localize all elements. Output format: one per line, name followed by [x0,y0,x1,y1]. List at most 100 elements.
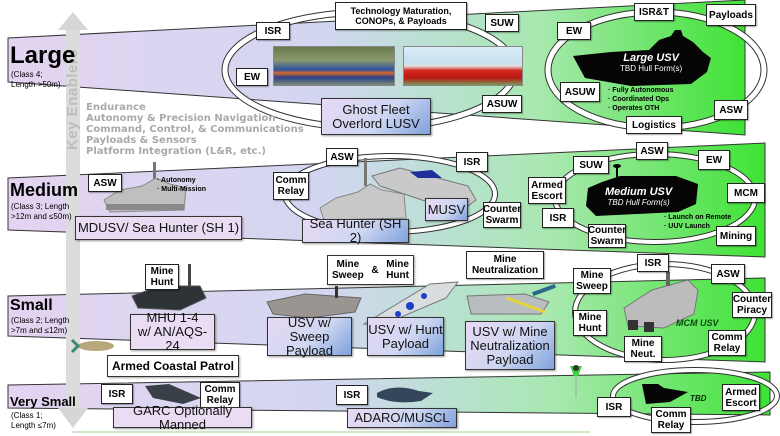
mcm-usv-title: MCM USV [676,318,719,328]
very-small-usv-label: TBD [690,394,706,403]
towed-sonar-icon [70,338,114,354]
musv-image [371,167,477,207]
arrow-down-icon [58,408,88,428]
mcm-usv-image [623,272,699,332]
tag-counter-swarm: Counter Swarm [587,224,627,248]
tag-mine-neutralization: Mine Neutralization [466,251,544,279]
platform-name-mhu: MHU 1-4 w/ AN/AQS-24 [130,311,215,353]
tag-asw: ASW [711,264,745,284]
class-subtitle-very-small: (Class 1; Length ≤7m) [11,411,56,431]
platform-name-usv-mine-neutralization: USV w/ Mine Neutralization Payload [465,321,555,370]
tag-asw: ASW [636,142,668,160]
class-title-small: Small [10,297,53,314]
ampersand: & [371,264,379,276]
class-subtitle-small: (Class 2; Length >7m and ≤12m) [11,316,69,336]
bullet-item: Coordinated Ops [608,95,673,104]
enabler-item: Autonomy & Precision Navigation [86,113,276,124]
subtitle-line: >12m and ≤50m) [11,212,72,221]
medium-usv-bullets: Launch on Remote UUV Launch [664,213,731,231]
tag-mine-hunt: Mine Hunt [145,264,179,290]
very-small-usv-title: TBD [690,394,707,403]
platform-name-usv-hunt: USV w/ Hunt Payload [367,317,444,356]
subtitle-line: Length ≤7m) [11,421,56,430]
subtitle-line: >7m and ≤12m) [11,326,68,335]
tag-logistics: Logistics [626,116,682,134]
class-subtitle-large: (Class 4; Length >50m) [11,70,61,90]
neutralizer-device-icon [570,365,582,398]
class-title-very-small: Very Small [10,394,76,409]
platform-name-garc: GARC Optionally Manned [113,403,252,431]
subtitle-line: (Class 1; [11,411,43,420]
tag-comm-relay: Comm Relay [273,172,309,200]
overlord-ship-photo-2 [403,46,523,86]
large-usv-label: Large USV TBD Hull Form(s) [620,52,682,73]
sh1-bullets: Autonomy Multi-Mission [157,176,206,194]
tag-asuw: ASUW [560,82,600,102]
tag-isr: ISR [336,385,368,405]
tag-ew: EW [557,22,591,40]
tag-mine-sweep: Mine Sweep [573,268,611,294]
tag-asw: ASW [326,148,358,166]
tag-isr: ISR [542,208,574,228]
bullet-item: Multi-Mission [157,185,206,194]
tag-mcm: MCM [727,183,765,203]
platform-name-adaro-muscl: ADARO/MUSCL [347,408,457,428]
key-enablers-arrow-shaft [66,28,80,408]
platform-name-sea-hunter-sh2: Sea Hunter (SH 2) [302,217,409,245]
overlord-ship-photo-1 [273,46,395,86]
neutralization-usv-image [466,293,550,315]
label-armed-coastal-patrol: Armed Coastal Patrol [107,355,239,377]
enabler-item: Endurance [86,102,146,113]
mcm-usv-label: MCM USV [676,318,719,328]
tag-isr-t: ISR&T [634,3,674,21]
tag-mine-neut: Mine Neut. [624,336,662,362]
subtitle-line: (Class 2; Length [11,316,70,325]
large-usv-title: Large USV [623,52,679,64]
tag-comm-relay: Comm Relay [708,330,746,356]
tag-isr: ISR [637,254,669,272]
class-title-large: Large [10,42,76,69]
tag-mining: Mining [716,226,756,246]
enabler-item: Command, Control, & Communications [86,124,304,135]
platform-name-overlord-lusv: Ghost Fleet Overlord LUSV [321,98,431,135]
medium-usv-silhouette [586,164,698,216]
large-usv-bullets: Fully Autonomous Coordinated Ops Operate… [608,86,673,113]
medium-usv-subtitle: TBD Hull Form(s) [607,198,670,207]
platform-name-mdusv-sh1: MDUSV/ Sea Hunter (SH 1) [75,216,242,240]
tag-counter-swarm: Counter Swarm [482,202,522,228]
tag-mine-hunt: Mine Hunt [573,310,607,336]
bullet-item: Launch on Remote [664,213,731,222]
adaro-muscl-image [377,387,433,403]
tag-isr: ISR [256,22,290,40]
tag-comm-relay: Comm Relay [651,407,691,433]
tag-asw: ASW [88,174,122,192]
tag-asw: ASW [714,100,748,120]
sweep-usv-image [266,286,362,319]
arrow-up-icon [58,12,88,30]
key-enablers-list: Endurance Autonomy & Precision Navigatio… [86,102,304,157]
enabler-item: Platform Integration (L&R, etc.) [86,146,266,157]
uuv-icon [532,284,556,296]
tag-counter-piracy: Counter Piracy [732,292,772,318]
tag-payloads: Payloads [706,4,756,26]
large-usv-silhouette [573,30,711,86]
platform-name-musv: MUSV [425,198,468,221]
very-small-usv-silhouette [642,384,688,404]
class-subtitle-medium: (Class 3; Length >12m and ≤50m) [11,202,72,222]
tag-suw: SUW [573,156,609,174]
tag-mine-sweep-and-hunt: Mine Sweep & Mine Hunt [327,255,414,285]
class-title-medium: Medium [10,180,79,200]
tag-mine-hunt: Mine Hunt [386,259,409,281]
tag-ew: EW [236,68,268,86]
tag-isr: ISR [101,384,133,404]
tag-armed-escort: Armed Escort [722,384,760,411]
bullet-item: UUV Launch [664,222,731,231]
tag-isr: ISR [456,152,488,172]
large-usv-subtitle: TBD Hull Form(s) [620,64,683,73]
tag-mine-sweep: Mine Sweep [332,259,364,281]
platform-name-usv-sweep: USV w/ Sweep Payload [267,315,352,357]
bullet-item: Autonomy [157,176,206,185]
tag-tech-maturation: Technology Maturation, CONOPs, & Payload… [335,2,467,30]
tag-suw: SUW [485,14,519,32]
bullet-item: Fully Autonomous [608,86,673,95]
